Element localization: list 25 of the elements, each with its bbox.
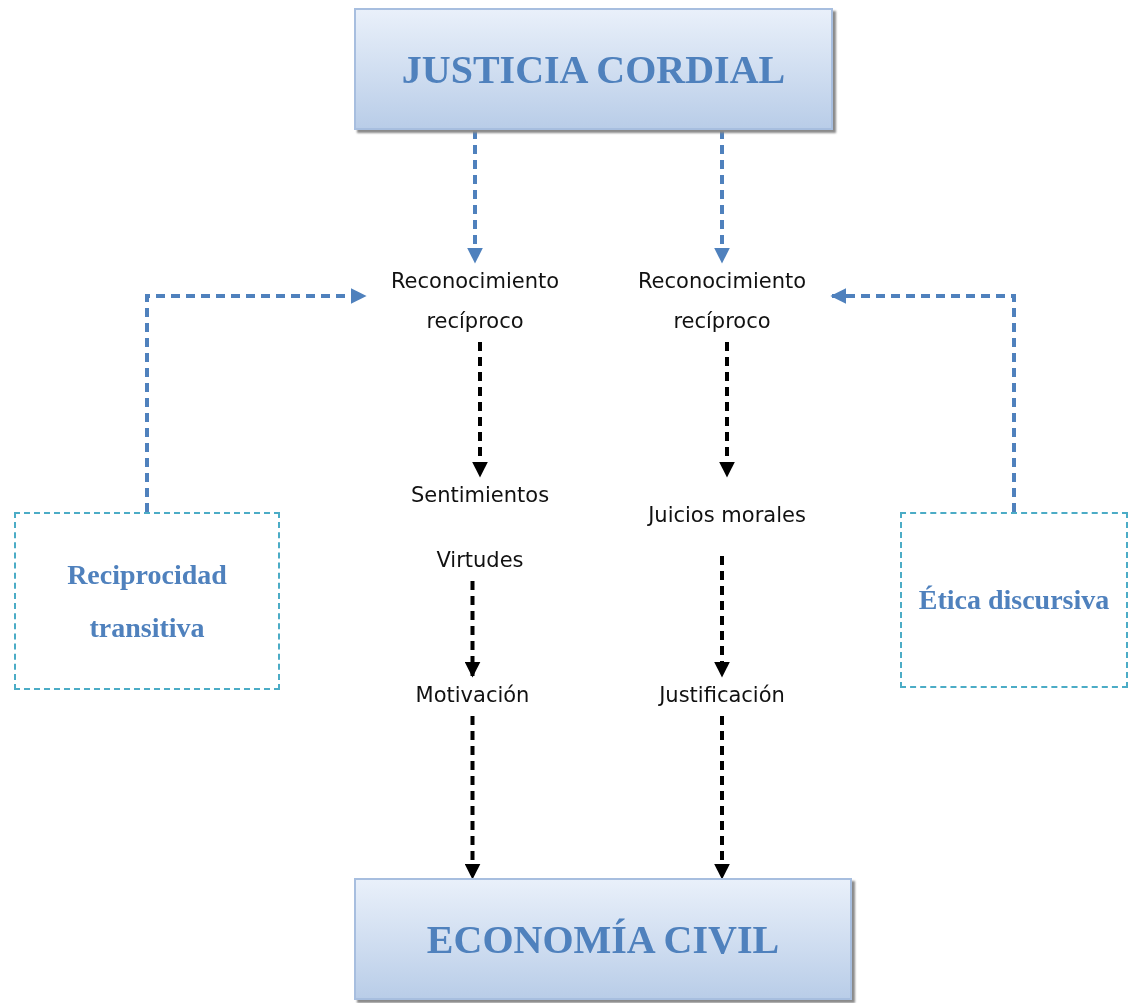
- dashed-arrow: [464, 581, 481, 678]
- dashed-arrow: [467, 130, 483, 264]
- dashed-arrow: [830, 288, 1016, 512]
- dashed-arrow: [472, 342, 488, 478]
- dashed-arrow: [719, 342, 735, 478]
- dashed-arrow: [145, 288, 367, 512]
- dashed-arrow: [464, 716, 481, 880]
- title-box: [354, 878, 852, 1000]
- node-text: Ética discursiva: [918, 583, 1110, 618]
- node-text: Reconocimiento recíproco: [636, 268, 808, 335]
- title-text: JUSTICIA CORDIAL: [401, 45, 786, 93]
- node-text: Motivación: [415, 682, 530, 710]
- dashed-arrow: [714, 716, 730, 880]
- dashed-arrow: [714, 556, 730, 678]
- dashed-arrow: [714, 130, 730, 264]
- title-box: [354, 8, 833, 130]
- node-text: Justificación: [659, 682, 785, 710]
- node-text: Reconocimiento recíproco: [389, 268, 561, 335]
- title-text: ECONOMÍA CIVIL: [426, 915, 780, 963]
- concept-box: [14, 512, 280, 690]
- node-text: Virtudes: [436, 547, 524, 575]
- node-text: Reciprocidad transitiva: [66, 557, 228, 645]
- node-text: Juicios morales: [648, 502, 806, 530]
- concept-box: [900, 512, 1128, 688]
- node-text: Sentimientos: [410, 482, 550, 509]
